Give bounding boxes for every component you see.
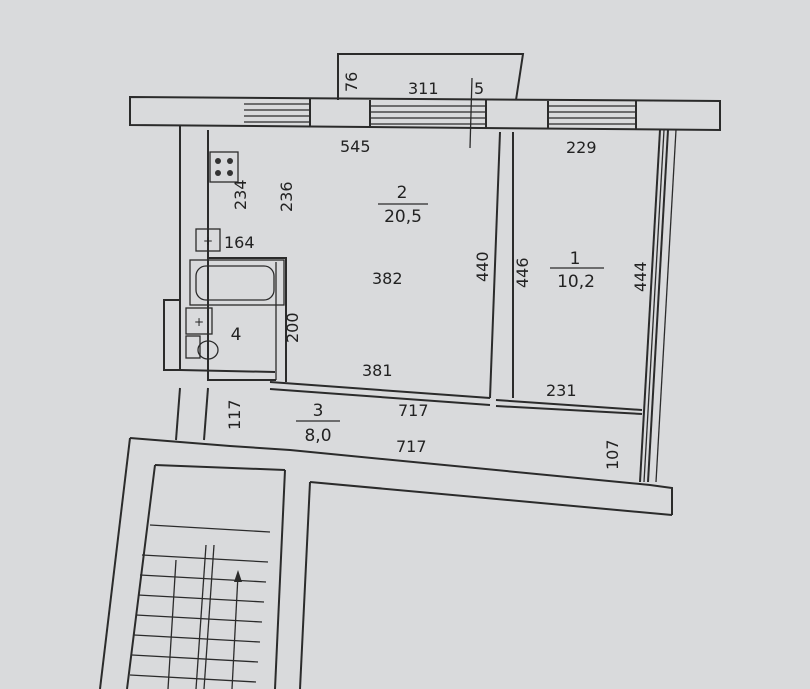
room-4-number: 4 bbox=[231, 325, 242, 345]
living-bottom-dimension: 381 bbox=[362, 361, 393, 380]
svg-text:+: + bbox=[203, 234, 213, 248]
hall-width-top-dimension: 717 bbox=[398, 401, 429, 420]
partition-right-dimension: 446 bbox=[513, 257, 532, 288]
svg-text:+: + bbox=[194, 315, 204, 329]
outer-wall-right bbox=[639, 129, 677, 483]
living-width-top-dimension: 545 bbox=[340, 137, 371, 156]
bedroom-width-top-dimension: 229 bbox=[566, 138, 597, 157]
partition-left-dimension: 440 bbox=[473, 251, 492, 282]
room-2-number: 2 bbox=[397, 183, 408, 203]
balcony bbox=[337, 53, 525, 101]
hallway-walls bbox=[175, 387, 209, 441]
bedroom-depth-dimension: 444 bbox=[631, 261, 650, 292]
bath-width-dimension: 164 bbox=[224, 233, 255, 252]
bathtub-icon bbox=[189, 259, 285, 306]
room-2-area: 20,5 bbox=[384, 207, 422, 227]
bath-depth-dimension: 200 bbox=[283, 312, 302, 343]
bathroom-partition bbox=[208, 257, 287, 382]
partition-wall bbox=[469, 77, 514, 399]
kitchen-sink-icon: + bbox=[195, 228, 221, 252]
balcony-width-dimension: 311 bbox=[408, 79, 439, 98]
bathroom-sink-icon: + bbox=[185, 307, 213, 335]
stairwell bbox=[99, 437, 286, 689]
bedroom-bottom-dimension: 231 bbox=[546, 381, 577, 400]
stove-icon bbox=[209, 151, 239, 183]
room-3-area: 8,0 bbox=[304, 426, 331, 446]
room-3-number: 3 bbox=[313, 401, 324, 421]
toilet-icon bbox=[185, 335, 219, 360]
balcony-depth-dimension: 76 bbox=[342, 72, 361, 92]
hallway-partition bbox=[269, 381, 643, 415]
balcony-small-dimension: 5 bbox=[474, 79, 484, 98]
outer-wall-bottom bbox=[129, 437, 673, 689]
room-1-number: 1 bbox=[570, 249, 581, 269]
kitchen-dimension-a: 234 bbox=[231, 179, 250, 210]
outer-wall-top bbox=[129, 95, 721, 132]
hall-depth-dimension: 117 bbox=[225, 399, 244, 430]
kitchen-dimension-b: 236 bbox=[277, 181, 296, 212]
room-1-area: 10,2 bbox=[557, 272, 595, 292]
living-depth-dimension: 382 bbox=[372, 269, 403, 288]
left-walls bbox=[163, 125, 276, 381]
hall-width-bottom-dimension: 717 bbox=[396, 437, 427, 456]
entry-depth-dimension: 107 bbox=[603, 439, 622, 470]
